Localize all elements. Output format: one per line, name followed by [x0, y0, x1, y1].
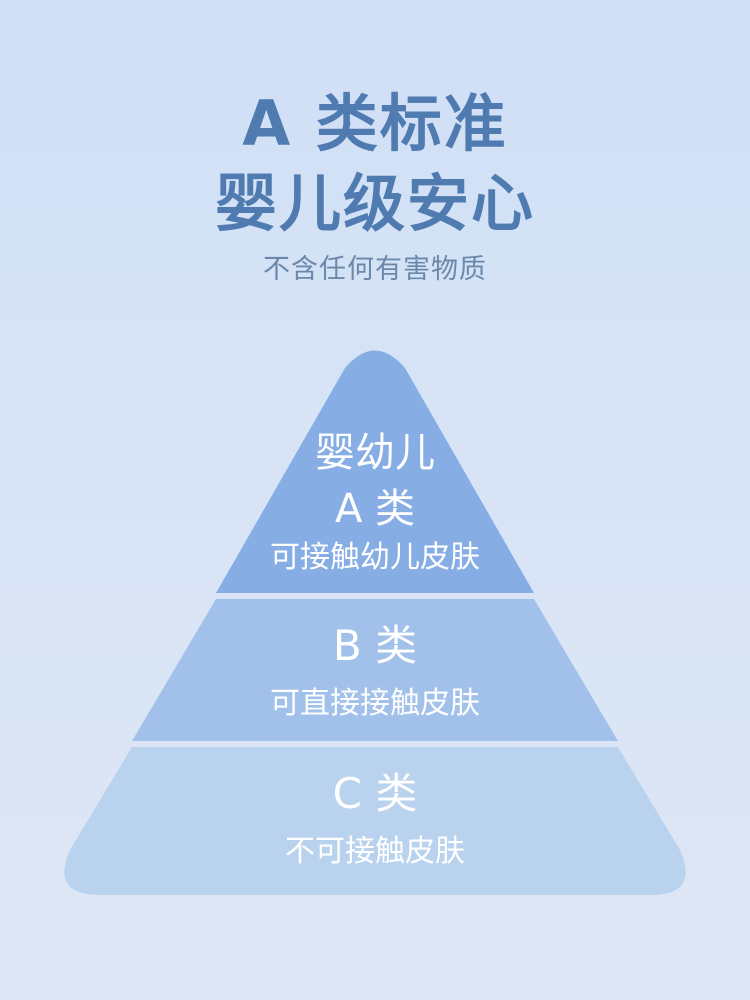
tier-a-class: A 类 [334, 486, 416, 532]
pyramid-tier-b [132, 599, 618, 741]
tier-a-desc: 可接触幼儿皮肤 [270, 540, 480, 575]
tier-b-class: B 类 [332, 621, 418, 670]
tier-c-class: C 类 [332, 769, 418, 818]
tier-c-desc: 不可接触皮肤 [285, 834, 465, 869]
headline-title: A 类标准 [242, 87, 508, 160]
headline-subtitle-large: 婴儿级安心 [214, 167, 535, 240]
tier-b-desc: 可直接接触皮肤 [270, 686, 480, 721]
tier-a-title: 婴幼儿 [315, 430, 435, 476]
pyramid-tier-c [64, 747, 686, 895]
pyramid-tier-a [216, 350, 534, 593]
headline-subtitle: 不含任何有害物质 [263, 254, 487, 285]
